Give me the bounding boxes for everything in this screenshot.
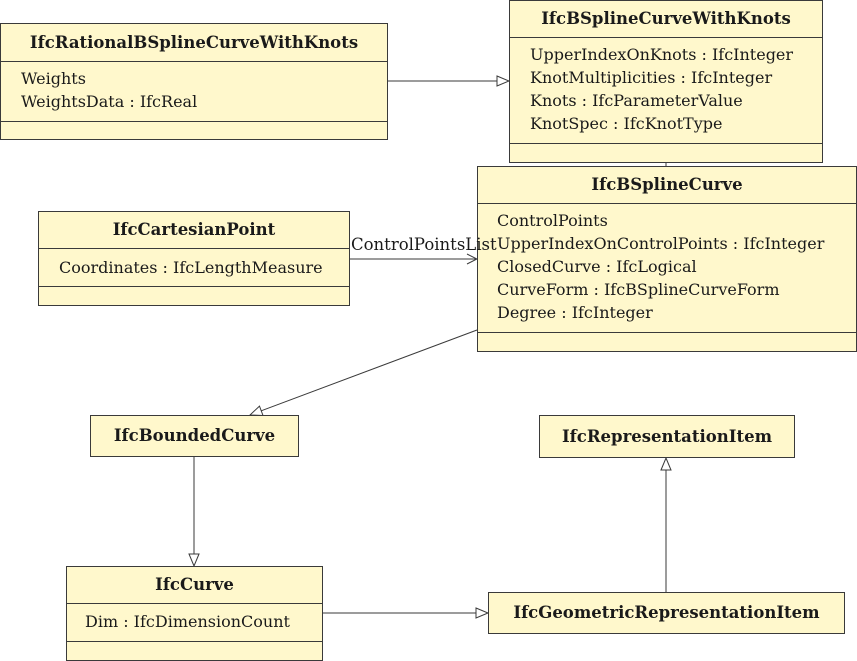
- class-name: IfcGeometricRepresentationItem: [513, 603, 820, 622]
- attribute: UpperIndexOnKnots : IfcInteger: [530, 45, 794, 64]
- class-name: IfcRepresentationItem: [561, 427, 773, 446]
- attribute: ControlPoints: [497, 211, 608, 230]
- attribute: Coordinates : IfcLengthMeasure: [59, 258, 323, 277]
- attribute: KnotMultiplicities : IfcInteger: [530, 68, 773, 87]
- class-name: IfcBSplineCurve: [478, 167, 856, 204]
- class-ifc-rational-bspline-curve-with-knots[interactable]: IfcRationalBSplineCurveWithKnots Weights…: [0, 23, 388, 140]
- attribute-list: Dim : IfcDimensionCount: [67, 604, 322, 642]
- class-name: IfcCurve: [67, 567, 322, 604]
- attribute: Knots : IfcParameterValue: [530, 91, 743, 110]
- class-name: IfcRationalBSplineCurveWithKnots: [1, 24, 387, 62]
- attribute: WeightsData : IfcReal: [21, 92, 198, 111]
- class-ifc-curve[interactable]: IfcCurve Dim : IfcDimensionCount: [66, 566, 323, 661]
- attribute-list: UpperIndexOnKnots : IfcInteger KnotMulti…: [510, 38, 822, 144]
- attribute: ClosedCurve : IfcLogical: [497, 257, 697, 276]
- class-ifc-bounded-curve[interactable]: IfcBoundedCurve: [90, 415, 299, 457]
- class-name: IfcBSplineCurveWithKnots: [510, 1, 822, 38]
- class-ifc-bspline-curve[interactable]: IfcBSplineCurve ControlPoints UpperIndex…: [477, 166, 857, 352]
- class-ifc-bspline-curve-with-knots[interactable]: IfcBSplineCurveWithKnots UpperIndexOnKno…: [509, 0, 823, 163]
- attribute: CurveForm : IfcBSplineCurveForm: [497, 280, 780, 299]
- generalization-bspline-to-bounded: [250, 329, 478, 415]
- association-label-control-points-list: ControlPointsList: [351, 235, 497, 254]
- attribute-list: Coordinates : IfcLengthMeasure: [39, 249, 349, 287]
- attribute: UpperIndexOnControlPoints : IfcInteger: [497, 234, 825, 253]
- attribute-list: ControlPoints UpperIndexOnControlPoints …: [478, 204, 856, 333]
- attribute: Weights: [21, 69, 86, 88]
- class-name: IfcBoundedCurve: [113, 426, 276, 445]
- class-ifc-representation-item[interactable]: IfcRepresentationItem: [539, 415, 795, 458]
- class-ifc-cartesian-point[interactable]: IfcCartesianPoint Coordinates : IfcLengt…: [38, 211, 350, 306]
- class-name: IfcCartesianPoint: [39, 212, 349, 249]
- attribute: Dim : IfcDimensionCount: [85, 612, 290, 631]
- attribute-list: Weights WeightsData : IfcReal: [1, 62, 387, 122]
- attribute: KnotSpec : IfcKnotType: [530, 114, 723, 133]
- class-ifc-geometric-representation-item[interactable]: IfcGeometricRepresentationItem: [488, 592, 845, 634]
- attribute: Degree : IfcInteger: [497, 303, 653, 322]
